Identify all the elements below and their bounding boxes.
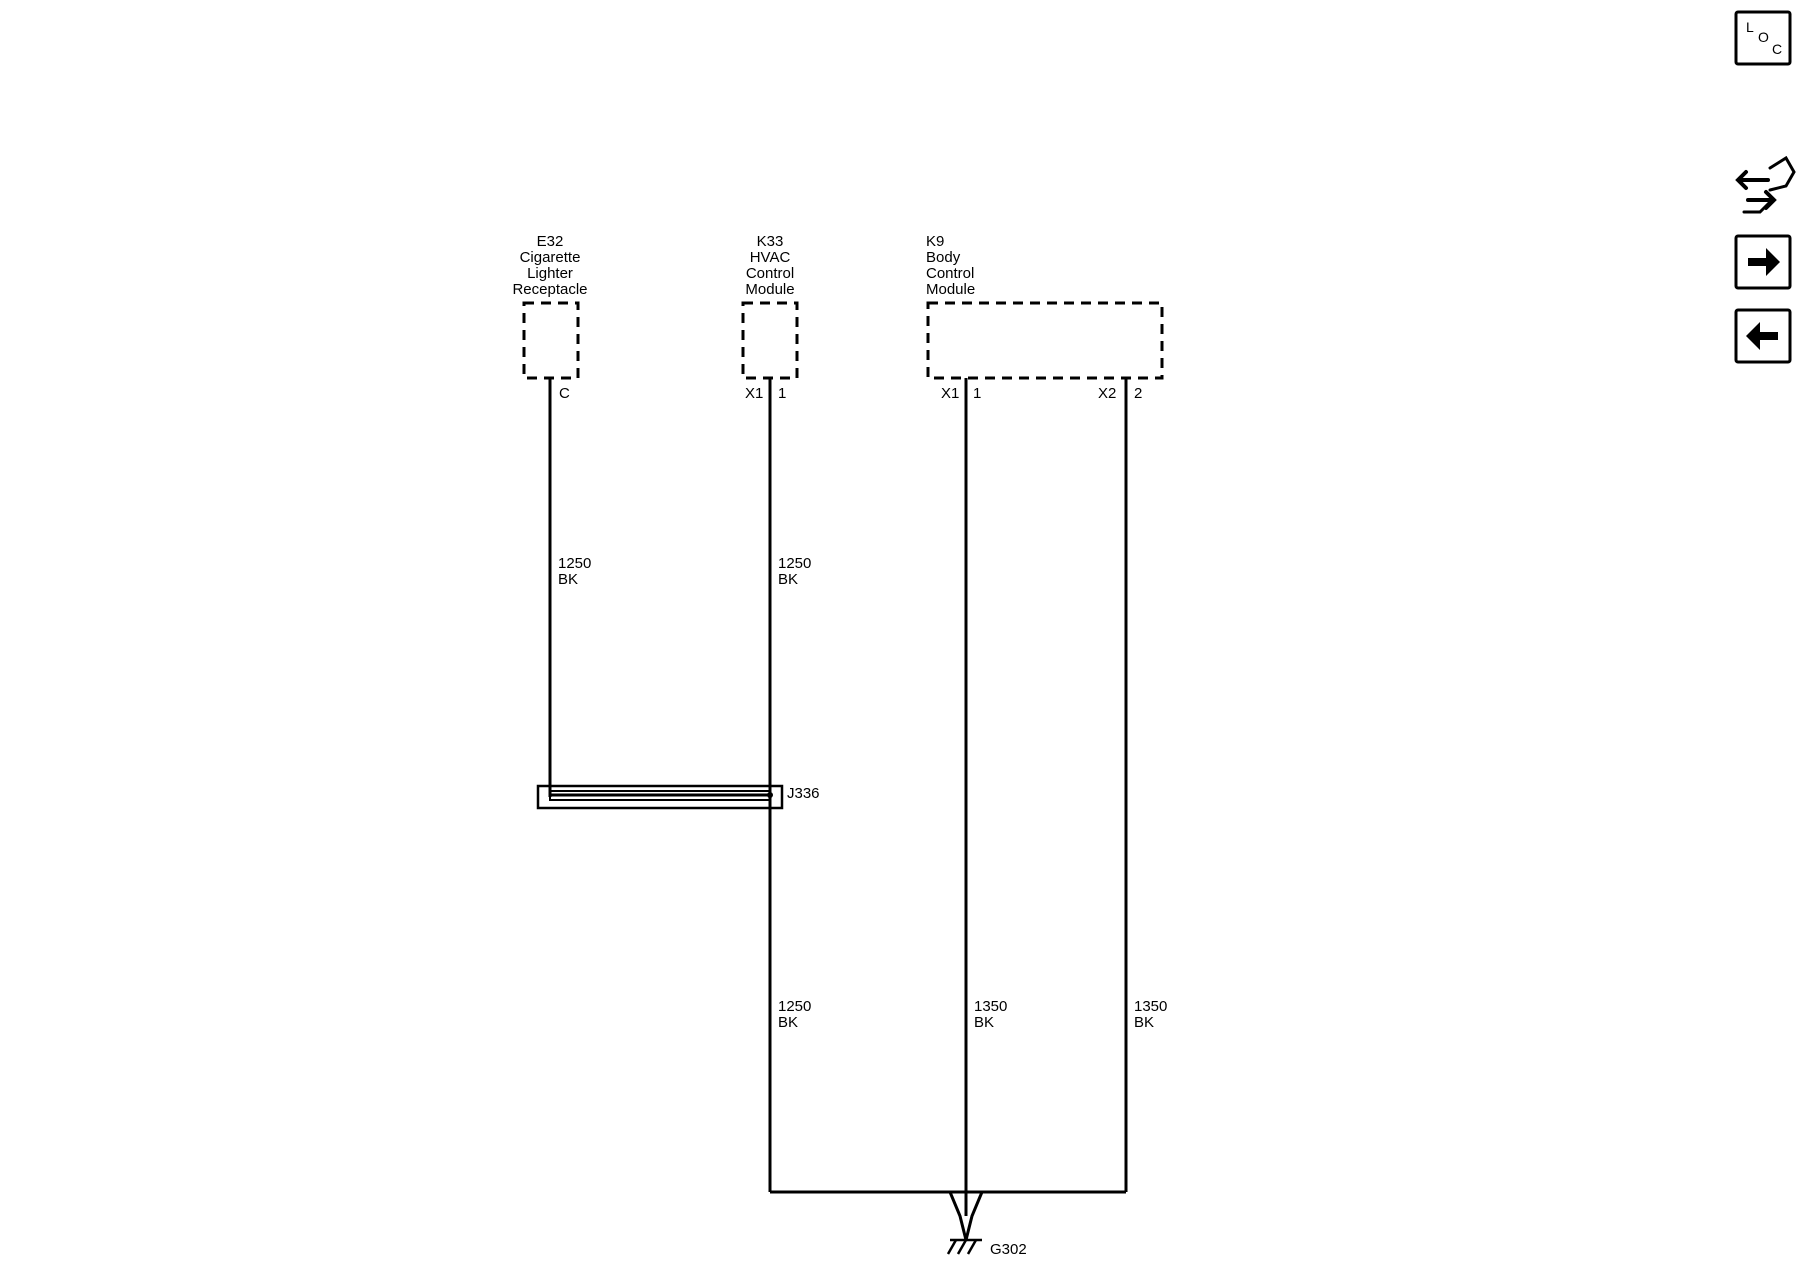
- ground-id: G302: [990, 1241, 1027, 1258]
- next-page-arrow-icon: [1748, 248, 1780, 276]
- loc-letter-o: O: [1758, 29, 1769, 45]
- e32-box: [522, 301, 580, 380]
- component-k9[interactable]: K9 Body Control Module X1 1 X2 2: [926, 233, 1164, 402]
- previous-page-button[interactable]: [1734, 308, 1792, 364]
- wire-label-k33-upper: 1250 BK: [778, 555, 811, 588]
- next-page-button[interactable]: [1734, 234, 1792, 290]
- splice-j336[interactable]: J336: [536, 784, 820, 810]
- wire-label-k33-lower: 1250 BK: [778, 998, 811, 1031]
- k33-name-3: Module: [745, 281, 794, 298]
- k33-pin: 1: [778, 385, 786, 402]
- e32-name-1: Cigarette: [520, 249, 581, 266]
- previous-page-arrow-icon: [1746, 322, 1778, 350]
- svg-text:BK: BK: [778, 571, 798, 588]
- loc-icon: [1734, 10, 1792, 66]
- component-k33[interactable]: K33 HVAC Control Module X1 1: [741, 233, 799, 402]
- e32-name-3: Receptacle: [512, 281, 587, 298]
- svg-text:1350: 1350: [1134, 998, 1167, 1015]
- k9-name-1: Body: [926, 249, 961, 266]
- splice-pack-box: [536, 784, 784, 810]
- ground-g302[interactable]: G302: [946, 1238, 1027, 1258]
- svg-text:1250: 1250: [778, 998, 811, 1015]
- splice-id: J336: [787, 785, 820, 802]
- svg-text:1250: 1250: [558, 555, 591, 572]
- loc-letter-l: L: [1746, 19, 1754, 35]
- svg-text:BK: BK: [558, 571, 578, 588]
- wire-label-e32-upper: 1250 BK: [558, 555, 591, 588]
- k9-connector-a: X1: [941, 385, 959, 402]
- k33-name-2: Control: [746, 265, 794, 282]
- k9-connector-b: X2: [1098, 385, 1116, 402]
- svg-text:1350: 1350: [974, 998, 1007, 1015]
- wire-label-k9-x2: 1350 BK: [1134, 998, 1167, 1031]
- svg-text:BK: BK: [778, 1014, 798, 1031]
- svg-text:BK: BK: [974, 1014, 994, 1031]
- k9-id: K9: [926, 233, 944, 250]
- e32-id: E32: [537, 233, 564, 250]
- e32-name-2: Lighter: [527, 265, 573, 282]
- ground-symbol-hatch-2: [956, 1239, 968, 1255]
- loc-letter-c: C: [1772, 41, 1782, 57]
- k9-box: [926, 301, 1164, 380]
- k33-id: K33: [757, 233, 784, 250]
- k9-name-2: Control: [926, 265, 974, 282]
- component-e32[interactable]: E32 Cigarette Lighter Receptacle C: [512, 233, 587, 402]
- connector-end-view-icon: [1735, 155, 1796, 214]
- splice-node: [767, 792, 773, 798]
- ground-symbol-hatch-1: [946, 1239, 958, 1255]
- k9-pin-b: 2: [1134, 385, 1142, 402]
- ground-symbol-hatch-3: [966, 1239, 978, 1255]
- k33-box: [741, 301, 799, 380]
- wire-label-k9-x1: 1350 BK: [974, 998, 1007, 1031]
- e32-pin: C: [559, 385, 570, 402]
- loc-button[interactable]: L O C: [1734, 10, 1792, 66]
- k33-connector: X1: [745, 385, 763, 402]
- k33-name-1: HVAC: [750, 249, 791, 266]
- connector-end-view-button[interactable]: [1735, 155, 1796, 214]
- k9-name-3: Module: [926, 281, 975, 298]
- svg-text:1250: 1250: [778, 555, 811, 572]
- svg-text:BK: BK: [1134, 1014, 1154, 1031]
- k9-pin-a: 1: [973, 385, 981, 402]
